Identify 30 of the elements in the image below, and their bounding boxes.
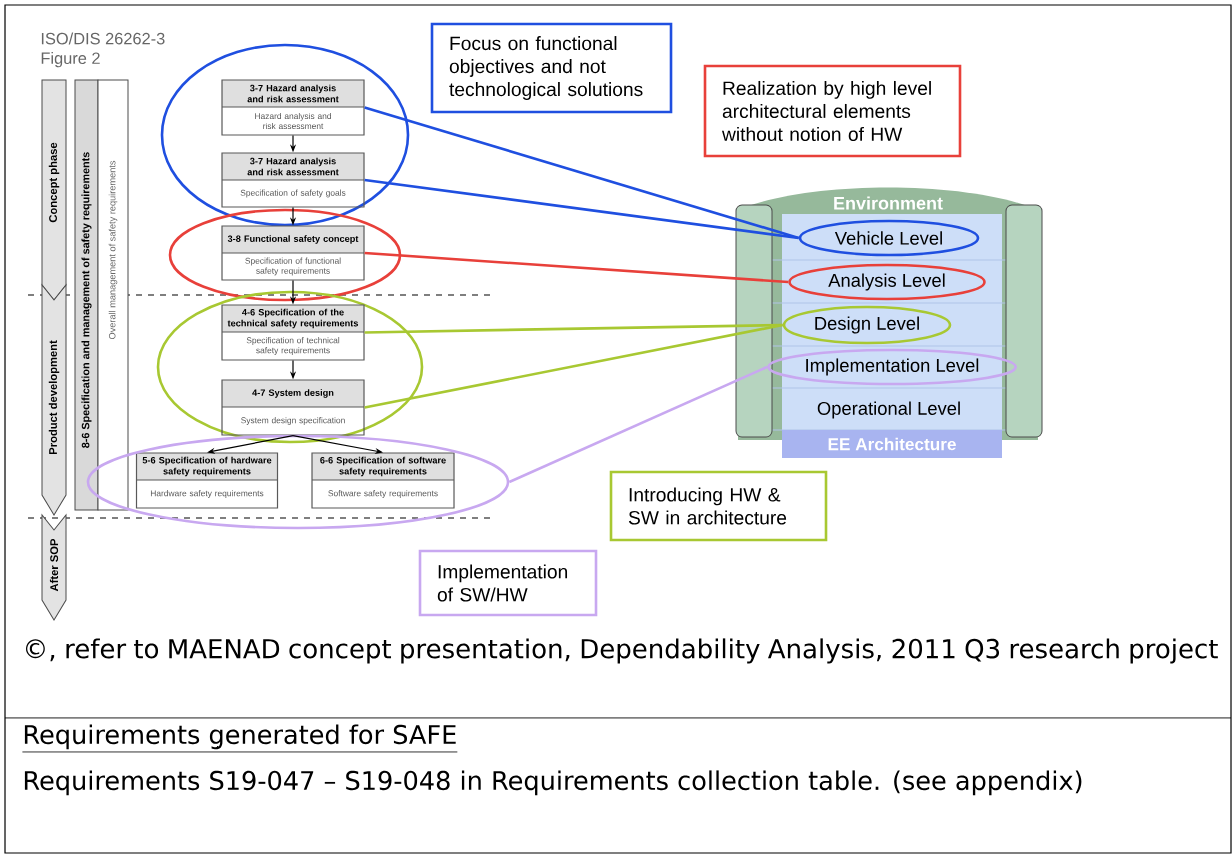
- level-label: Vehicle Level: [798, 219, 980, 257]
- level-label: Implementation Level: [767, 348, 1017, 386]
- callout-box: Focus on functional objectives and not technological solutions: [430, 22, 673, 114]
- callout-box: Implementation of SW/HW: [418, 549, 598, 617]
- connector-line: [364, 106, 800, 240]
- process-box: 5-6 Specification of hardware safety requirements Hardware safety requirements: [135, 452, 279, 509]
- process-box: 3-8 Functional safety concept Specification of functional safety requirements: [221, 225, 365, 281]
- level-label: Analysis Level: [788, 263, 986, 301]
- process-box: 3-7 Hazard analysis and risk assessment Hazard analysis and risk assessment: [221, 79, 365, 136]
- footnote: ©, refer to MAENAD concept presentation, Dependability Analysis, 2011 Q3 research project: [26, 638, 1218, 664]
- process-box: 4-7 System design System design specification: [221, 379, 365, 436]
- connector-line: [508, 365, 768, 484]
- activity-bar: Overall management of safety requirements: [97, 79, 129, 511]
- level-label: Design Level: [782, 305, 952, 345]
- process-box: 6-6 Specification of software safety requirements Software safety requirements: [311, 452, 455, 509]
- phase-band: After SOP: [41, 514, 67, 621]
- process-box: 4-6 Specification of the technical safety requirements Specification of technical safety requirements: [221, 304, 365, 361]
- phase-band: Product development: [41, 284, 67, 516]
- connector-line: [364, 323, 783, 409]
- level-label: Operational Level: [817, 401, 960, 419]
- note: Requirements S19-047 – S19-048 in Requirements collection table. (see appendix): [24, 770, 1082, 796]
- callout-box: Realization by high level architectural elements without notion of HW: [703, 64, 962, 158]
- activity-bar: 8-6 Specification and management of safety requirements: [74, 79, 99, 511]
- heading: Requirements generated for SAFE: [22, 724, 458, 753]
- connector-line: [364, 251, 789, 284]
- figure-reference: ISO/DIS 26262-3 Figure 2: [41, 32, 165, 68]
- process-box: 3-7 Hazard analysis and risk assessment Specification of safety goals: [221, 152, 365, 208]
- phase-band: Concept phase: [41, 79, 67, 301]
- connector-line: [364, 178, 799, 240]
- callout-box: Introducing HW & SW in architecture: [609, 470, 828, 542]
